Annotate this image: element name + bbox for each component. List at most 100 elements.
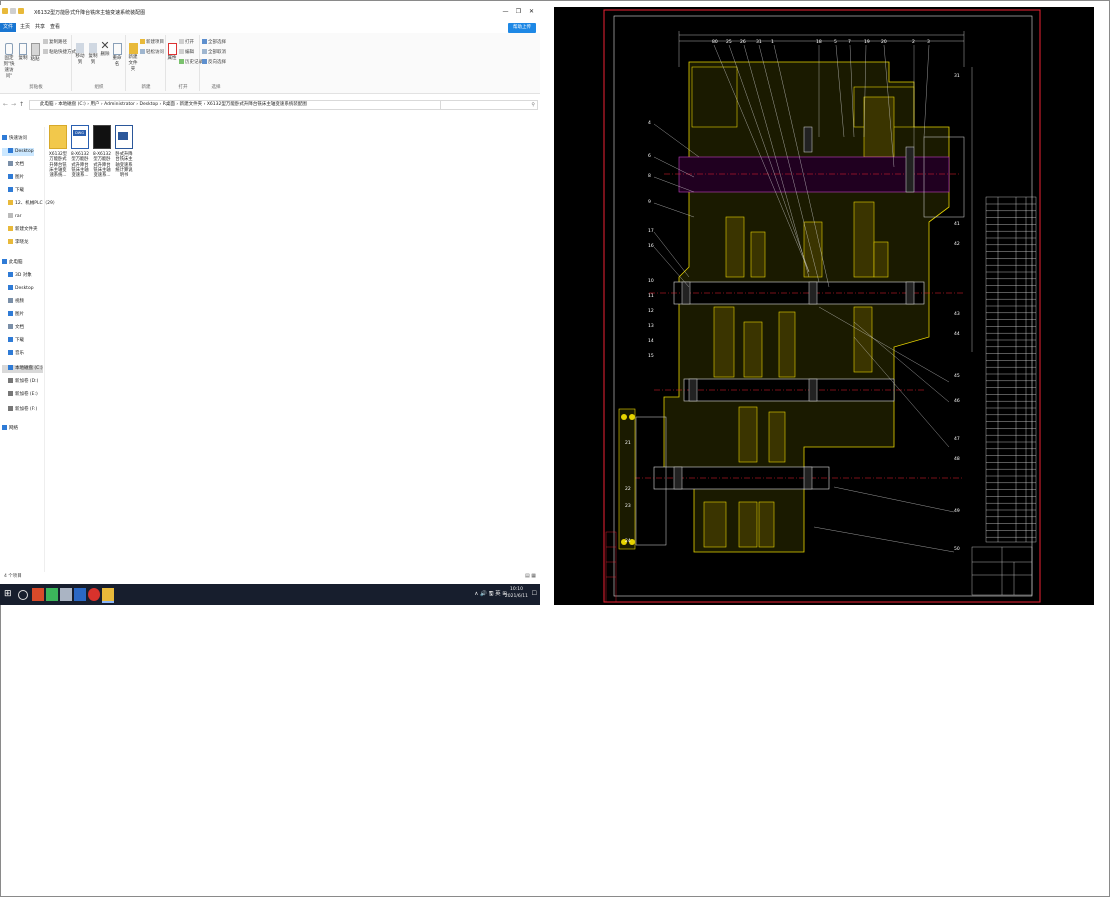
- nav-item[interactable]: Desktop: [2, 285, 34, 293]
- part-label: 19: [864, 39, 870, 45]
- nav-item[interactable]: 文档: [2, 324, 24, 332]
- file-explorer-icon[interactable]: [102, 588, 114, 603]
- nav-item[interactable]: 图片: [2, 311, 24, 319]
- quick-access-toolbar: [2, 8, 24, 14]
- nav-item[interactable]: rar: [2, 213, 21, 221]
- back-icon[interactable]: ←: [3, 101, 9, 108]
- nav-item[interactable]: 新加卷 (D:): [2, 378, 38, 386]
- new-folder-button[interactable]: 新建文件夹: [127, 43, 139, 73]
- select-none-button[interactable]: 全部取消: [202, 49, 226, 55]
- app-icon[interactable]: [88, 588, 100, 601]
- folder-icon: [8, 239, 13, 244]
- app-icon[interactable]: [74, 588, 86, 601]
- notification-icon[interactable]: ☐: [531, 590, 537, 597]
- history-button[interactable]: 历史记录: [179, 59, 203, 65]
- app-icon[interactable]: [60, 588, 72, 601]
- nav-item[interactable]: 下载: [2, 187, 24, 195]
- clock[interactable]: 10:10 2021/6/11: [505, 586, 528, 600]
- breadcrumb-segment[interactable]: 此电脑: [40, 102, 54, 107]
- rename-button[interactable]: 重命名: [111, 43, 123, 68]
- forward-icon[interactable]: →: [11, 101, 17, 108]
- part-label: 31: [756, 39, 762, 45]
- nav-item[interactable]: 新加卷 (F:): [2, 406, 37, 414]
- delete-button[interactable]: ✕ 删除: [100, 39, 110, 58]
- properties-button[interactable]: 属性: [167, 43, 177, 62]
- nav-item[interactable]: 12、机械PLC（29）: [2, 200, 57, 208]
- nav-item[interactable]: 李晓龙: [2, 239, 29, 247]
- easy-access-button[interactable]: 轻松访问: [140, 49, 164, 55]
- breadcrumb-segment[interactable]: 新建文件夹: [179, 102, 203, 107]
- app-icon[interactable]: [32, 588, 44, 601]
- copy-button[interactable]: 复制: [18, 43, 28, 62]
- open-group-label: 打开: [178, 85, 188, 90]
- invert-selection-button[interactable]: 反向选择: [202, 59, 226, 65]
- part-label: 24: [625, 538, 631, 544]
- move-to-button[interactable]: 移动到: [74, 43, 86, 66]
- nav-item[interactable]: 快速访问: [2, 135, 27, 143]
- copy-path-button[interactable]: 复制路径: [43, 39, 67, 45]
- part-label: 13: [648, 323, 654, 329]
- new-folder-icon[interactable]: [18, 8, 24, 14]
- spindle-flange: [923, 136, 965, 218]
- paste-shortcut-button[interactable]: 粘贴快捷方式: [43, 49, 76, 55]
- nav-item[interactable]: 3D 对象: [2, 272, 32, 280]
- part-label: 21: [625, 440, 631, 446]
- folder-icon: [8, 200, 13, 205]
- folder-icon[interactable]: [2, 8, 8, 14]
- breadcrumb-segment[interactable]: R桌面: [162, 102, 175, 107]
- maximize-button[interactable]: ❐: [515, 8, 522, 15]
- tab-view[interactable]: 查看: [49, 24, 60, 30]
- breadcrumb[interactable]: 此电脑 › 本地磁盘 (C:) › 用户 › Administrator › D…: [29, 100, 441, 110]
- start-icon[interactable]: ⊞: [4, 589, 12, 599]
- breadcrumb-segment[interactable]: Administrator: [104, 102, 135, 107]
- nav-item[interactable]: 下载: [2, 337, 24, 345]
- select-all-button[interactable]: 全部选择: [202, 39, 226, 45]
- copy-to-button[interactable]: 复制到: [87, 43, 99, 66]
- tab-home[interactable]: 主页: [19, 24, 30, 30]
- part-number-labels: 80 25 26 31 1 18 5 7 19 20 2 3 4 6 8 9 1…: [625, 39, 960, 552]
- organize-group-label: 组织: [94, 85, 104, 90]
- close-button[interactable]: ✕: [528, 8, 535, 15]
- nav-item[interactable]: 新加卷 (E:): [2, 391, 38, 399]
- part-label: 14: [648, 338, 654, 344]
- breadcrumb-segment[interactable]: 本地磁盘 (C:): [58, 102, 86, 107]
- search-input[interactable]: ⚲: [440, 100, 538, 110]
- properties-icon[interactable]: [10, 8, 16, 14]
- file-item[interactable]: 8-X6132型万能卧式升降台铣床主轴变速系...: [92, 125, 112, 178]
- file-item[interactable]: DWG 8-X6132型万能卧式升降台铣床主轴变速系...: [70, 125, 90, 178]
- part-label: 80: [712, 39, 718, 45]
- nav-item[interactable]: 图片: [2, 174, 24, 182]
- system-tray[interactable]: ∧ 🔊 🖫 英 ⊞: [474, 591, 507, 597]
- nav-item[interactable]: 网络: [2, 425, 18, 433]
- open-button[interactable]: 打开: [179, 39, 194, 45]
- tab-share[interactable]: 共享: [34, 24, 45, 30]
- new-group: 新建文件夹 新建项目 轻松访问 新建: [127, 35, 166, 91]
- nav-item[interactable]: 文档: [2, 161, 24, 169]
- search-icon[interactable]: [18, 590, 28, 600]
- file-item[interactable]: X6132型万能卧式升降台铣床主轴变速系统...: [48, 125, 68, 178]
- view-toggle-icon[interactable]: ▤ ▦: [524, 573, 536, 579]
- edit-button[interactable]: 编辑: [179, 49, 194, 55]
- breadcrumb-segment[interactable]: X6132型万能卧式升降台铣床主轴变速系统装配图: [206, 102, 307, 107]
- up-icon[interactable]: ↑: [19, 101, 25, 108]
- nav-item[interactable]: 音乐: [2, 350, 24, 358]
- nav-item[interactable]: 新建文件夹: [2, 226, 38, 234]
- nav-item[interactable]: Desktop: [2, 148, 34, 156]
- breadcrumb-segment[interactable]: Desktop: [139, 102, 159, 107]
- pin-quick-access-button[interactable]: 固定到"快速访问": [2, 43, 16, 80]
- file-item[interactable]: 卧式升降台铣床主轴变速系统计算说明书: [114, 125, 134, 178]
- part-label: 3: [927, 39, 930, 45]
- nav-item[interactable]: 视频: [2, 298, 24, 306]
- picture-icon: [8, 174, 13, 179]
- new-item-button[interactable]: 新建项目: [140, 39, 164, 45]
- tab-file[interactable]: 文件: [0, 23, 16, 32]
- cad-drawing-viewer: 80 25 26 31 1 18 5 7 19 20 2 3 4 6 8 9 1…: [554, 7, 1094, 605]
- help-upload-button[interactable]: 帮助上传: [508, 23, 536, 33]
- paste-button[interactable]: 粘贴: [30, 43, 40, 63]
- nav-item[interactable]: 本地磁盘 (C:): [2, 365, 43, 373]
- status-bar-item-count: 4 个项目: [4, 574, 22, 579]
- minimize-button[interactable]: —: [502, 8, 509, 15]
- breadcrumb-segment[interactable]: 用户: [90, 102, 100, 107]
- nav-item[interactable]: 此电脑: [2, 259, 23, 267]
- app-icon[interactable]: [46, 588, 58, 601]
